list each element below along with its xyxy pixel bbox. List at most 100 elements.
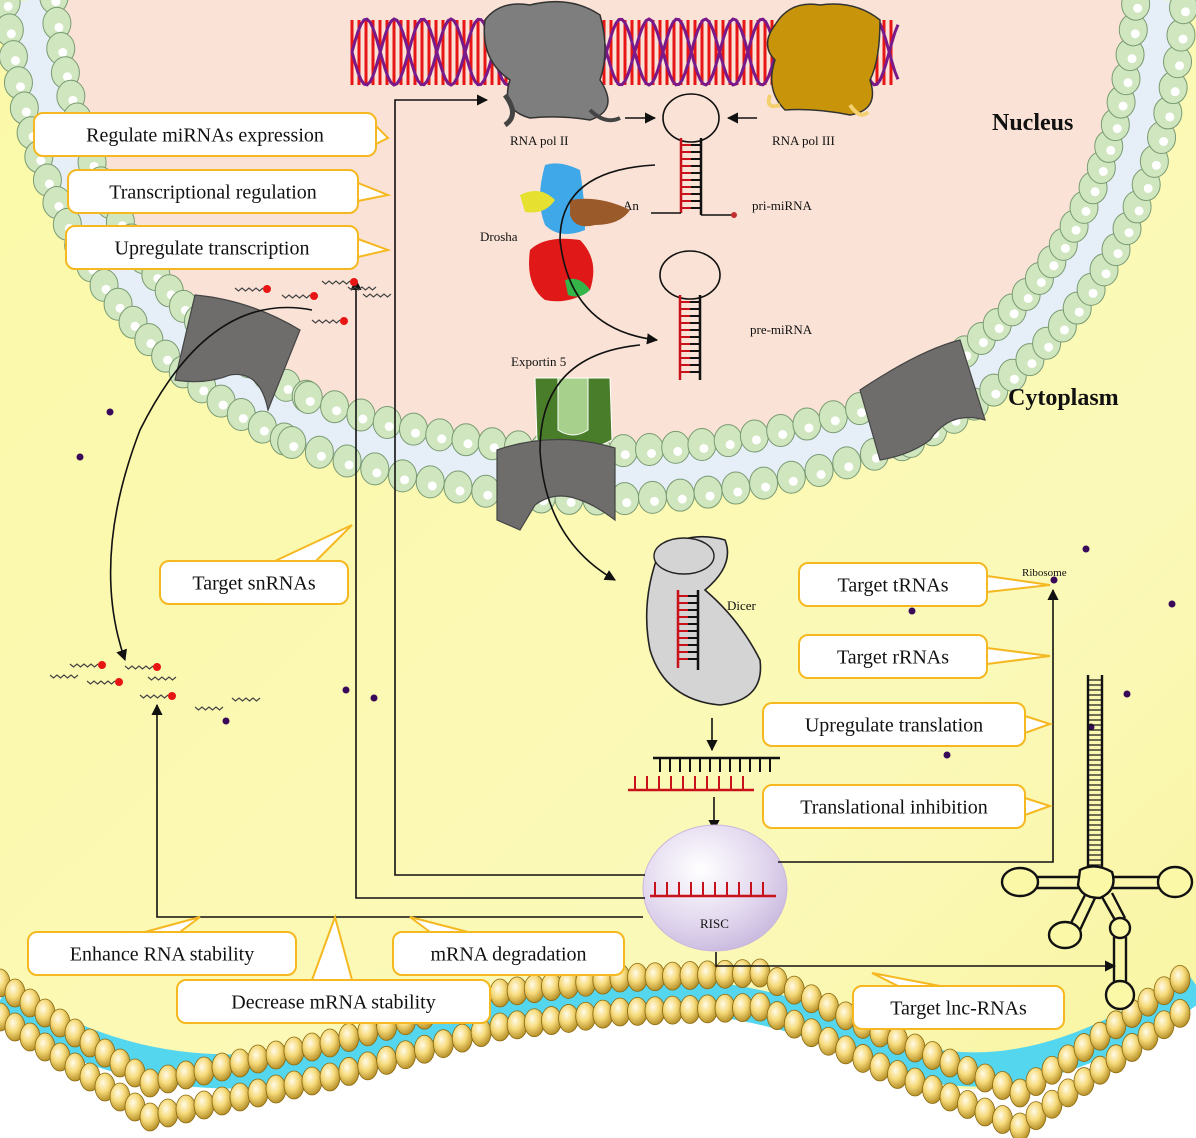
callout-text: Transcriptional regulation: [109, 182, 317, 204]
rna-pol-ii-label: RNA pol II: [510, 133, 569, 148]
ribosome-dot: [943, 751, 951, 759]
ribosome-dot: [1123, 690, 1131, 698]
line-risc-to-ribosome: [778, 588, 1059, 863]
ribosome-dot: [1168, 600, 1176, 608]
membrane-bead: [609, 997, 631, 1027]
membrane-bead: [992, 1071, 1013, 1100]
membrane-bead: [644, 996, 666, 1026]
membrane-bead: [247, 1044, 269, 1074]
membrane-bead: [451, 1023, 473, 1053]
membrane-bead: [732, 959, 753, 989]
membrane-bead: [627, 962, 648, 992]
membrane-bead: [644, 962, 666, 992]
membrane-bead: [376, 1045, 398, 1075]
line-risc-to-mrna: [151, 703, 643, 918]
membrane-bead: [679, 961, 701, 990]
membrane-bead: [904, 1067, 926, 1097]
membrane-bead: [939, 1048, 961, 1078]
arrow-export-mrna: [109, 306, 313, 662]
line-risc-to-lncrna: [715, 952, 1117, 972]
membrane-bead: [301, 1066, 323, 1096]
nucleus-label: Nucleus: [992, 110, 1073, 136]
membrane-bead: [679, 995, 701, 1024]
membrane-bead: [211, 1052, 233, 1082]
mirna-duplex: [628, 756, 780, 792]
pre-mirna-hairpin: [659, 250, 721, 380]
membrane-bead: [357, 1051, 379, 1081]
membrane-bead: [714, 993, 736, 1023]
membrane-bead: [432, 1029, 454, 1059]
callout-pointer: [375, 123, 390, 146]
membrane-bead: [247, 1078, 269, 1108]
line-risc-to-snrnas: [350, 278, 645, 899]
callout-mrna-degradation: mRNA degradation: [392, 916, 625, 976]
risc-complex[interactable]: [642, 824, 788, 952]
callout-target-rrnas: Target rRNAs: [798, 634, 1051, 679]
membrane-bead: [714, 959, 736, 989]
membrane-bead: [904, 1033, 926, 1063]
membrane-bead: [193, 1056, 215, 1086]
callout-pointer: [409, 916, 469, 933]
callout-text: Upregulate translation: [805, 715, 983, 737]
ribosome-dot: [106, 408, 114, 416]
nuclear-pore-left: [174, 294, 301, 413]
rna-pol-ii-enzyme: [483, 0, 621, 128]
ribosome-dot: [342, 686, 350, 694]
membrane-bead: [922, 1075, 943, 1104]
exportin5-label: Exportin 5: [511, 354, 566, 369]
membrane-bead: [922, 1041, 943, 1070]
callout-box: [159, 560, 349, 605]
membrane-bead: [157, 1098, 179, 1128]
cell-membrane: [0, 958, 1196, 1138]
callout-text: Decrease mRNA stability: [231, 992, 435, 1014]
callout-regulate-mirnas-expression: Regulate miRNAs expression: [33, 112, 390, 157]
line-risc-to-transcription: [394, 94, 645, 876]
lnc-rna-structure: [1000, 675, 1194, 1011]
ribosome-label: Ribosome: [1022, 567, 1067, 579]
membrane-bead: [974, 1097, 996, 1127]
callout-pointer: [310, 913, 354, 981]
membrane-bead: [697, 960, 718, 990]
rna-pol-iii-enzyme: [766, 3, 881, 117]
membrane-bead: [338, 1057, 360, 1086]
cytoplasm-label: Cytoplasm: [1008, 385, 1119, 411]
callout-text: Regulate miRNAs expression: [86, 125, 324, 147]
nuclear-pore-exportin: [496, 438, 616, 531]
ribosome-dot: [908, 607, 916, 615]
callout-text: Upregulate transcription: [115, 238, 310, 260]
callout-translational-inhibition: Translational inhibition: [762, 784, 1054, 829]
arrow-export-to-dicer: [539, 344, 641, 581]
ribosome-dot: [370, 694, 378, 702]
membrane-bead: [974, 1063, 996, 1093]
callout-target-snrnas: Target snRNAs: [159, 524, 353, 605]
membrane-bead: [283, 1070, 305, 1100]
membrane-bead: [265, 1040, 287, 1070]
callout-decrease-mrna-stability: Decrease mRNA stability: [176, 913, 491, 1024]
membrane-bead: [229, 1048, 251, 1078]
ribosome-dot: [1050, 576, 1058, 584]
callout-pointer: [871, 972, 941, 987]
callout-pointer: [357, 237, 392, 259]
rna-pol-iii-label: RNA pol III: [772, 133, 835, 148]
callout-pointer: [357, 181, 392, 203]
callout-pointer: [986, 646, 1051, 666]
dicer-label: Dicer: [727, 598, 757, 613]
callout-text: Target tRNAs: [838, 575, 949, 597]
membrane-bead: [869, 1052, 891, 1082]
risc-label: RISC: [700, 916, 729, 931]
pre-mirna-label: pre-miRNA: [750, 322, 813, 337]
membrane-bead: [319, 1062, 341, 1092]
membrane-bead: [627, 996, 648, 1026]
membrane-bead: [301, 1032, 323, 1062]
callout-transcriptional-regulation: Transcriptional regulation: [67, 169, 392, 214]
callout-text: Enhance RNA stability: [70, 944, 254, 966]
ribosome-dot: [222, 717, 230, 725]
membrane-bead: [193, 1090, 215, 1120]
exportin5-protein: [534, 377, 613, 451]
callout-upregulate-transcription: Upregulate transcription: [65, 225, 392, 270]
ribosome-particles: [76, 408, 1176, 759]
membrane-bead: [887, 1060, 908, 1089]
callout-pointer: [1024, 714, 1054, 735]
callout-pointer: [986, 574, 1051, 594]
